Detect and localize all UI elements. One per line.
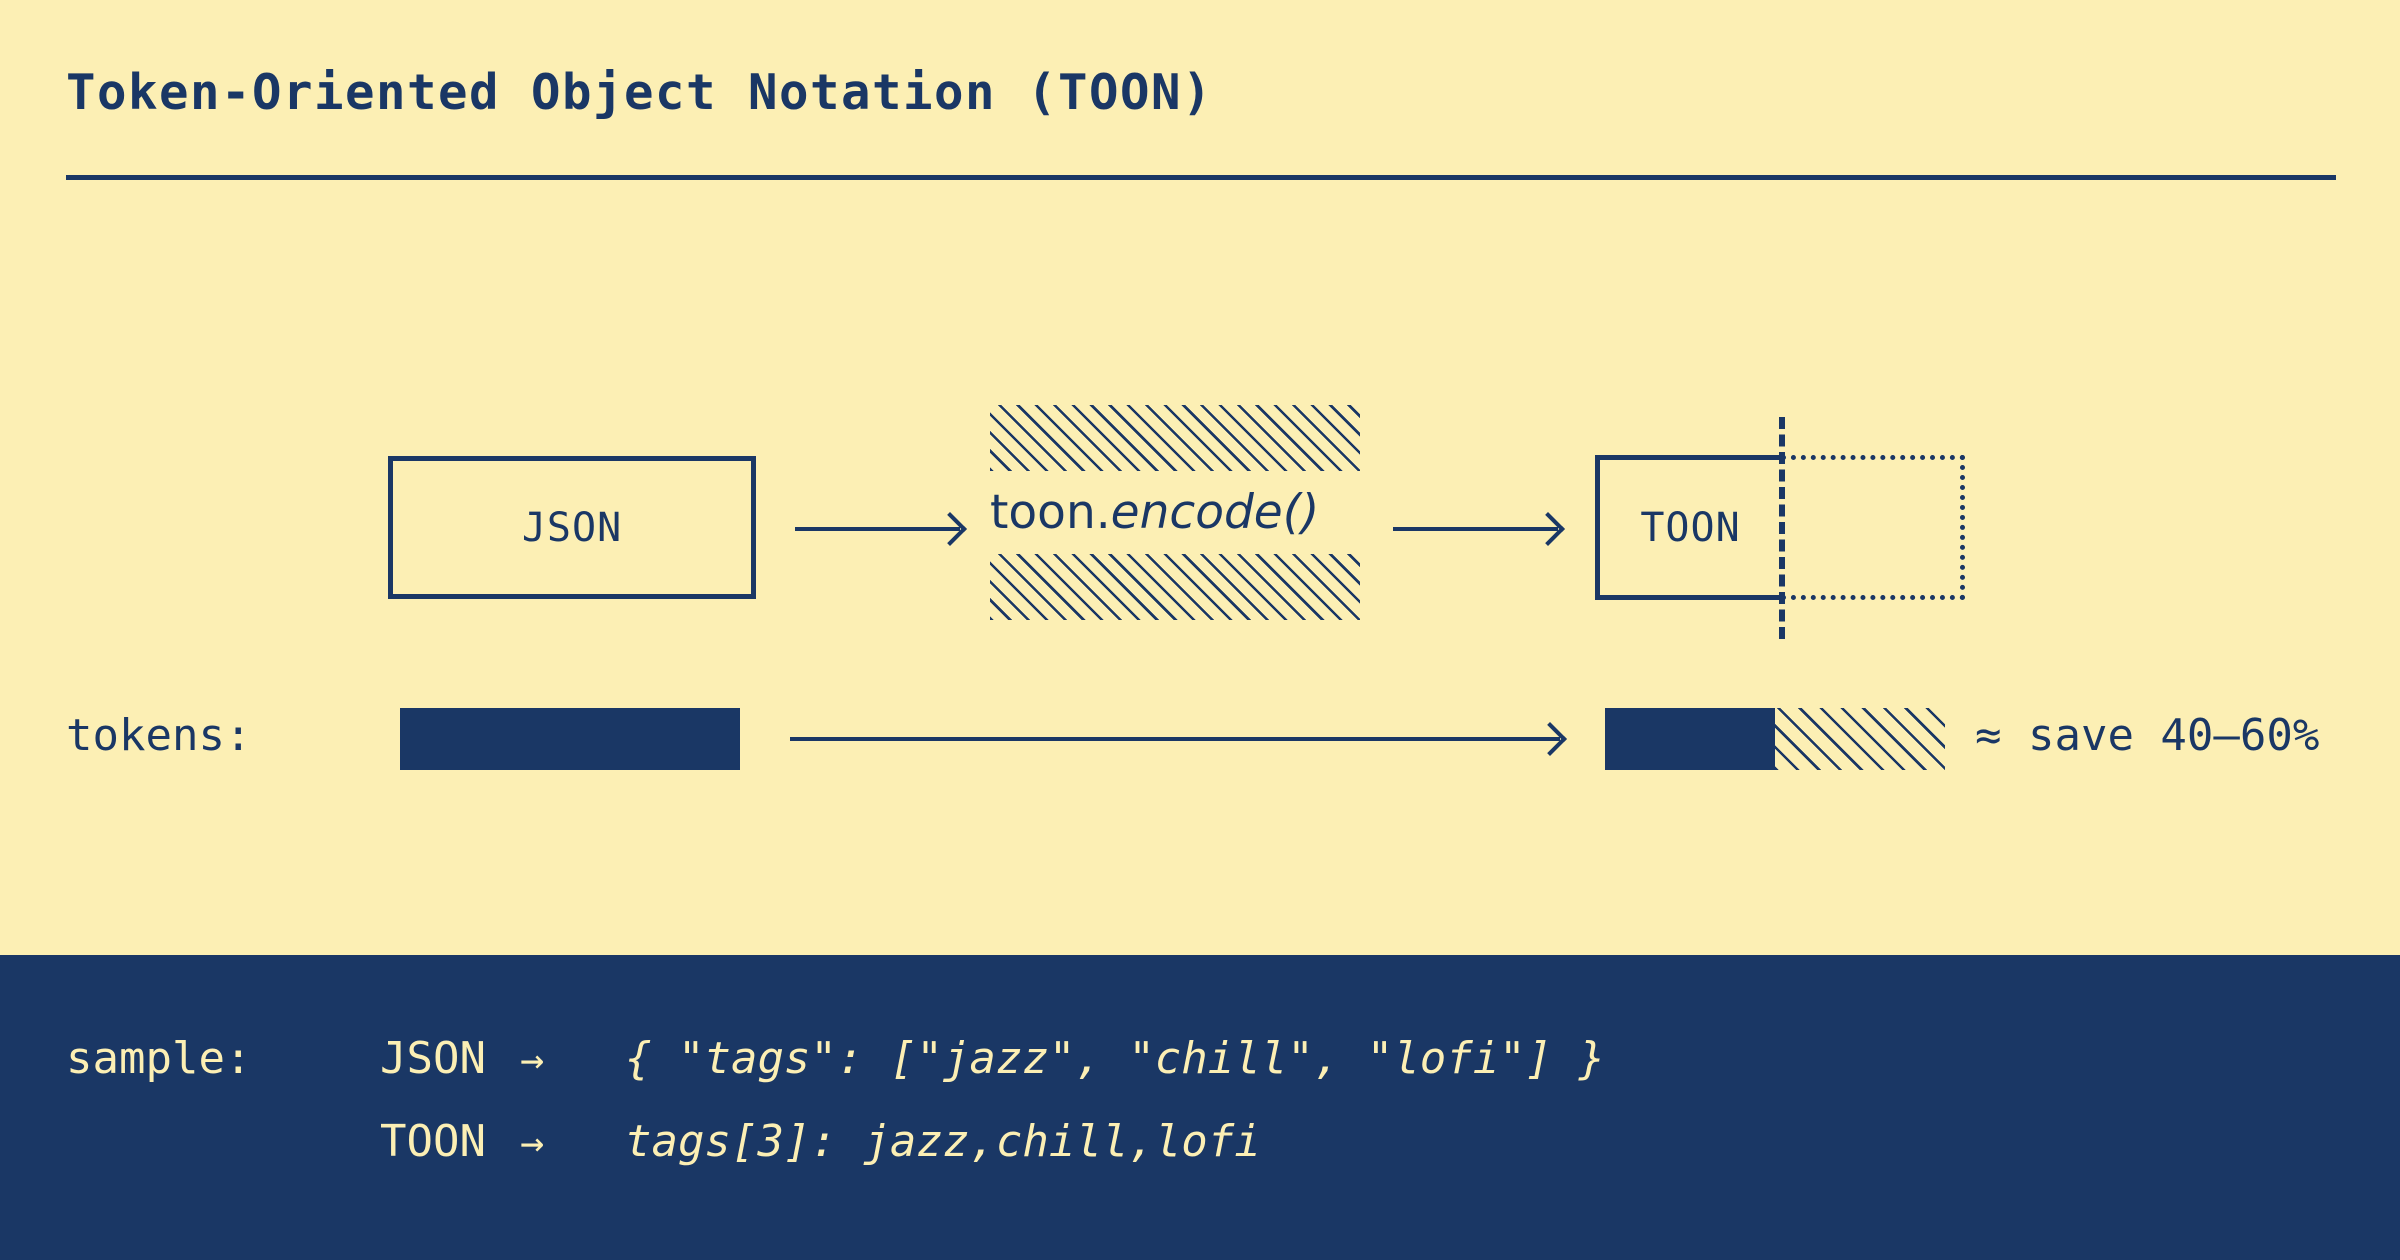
tokens-bar-toon-used [1605,708,1775,770]
tokens-bar-json [400,708,740,770]
sample-band [0,955,2400,1260]
sample-toon-format-label: TOON [380,1116,486,1167]
tokens-bar-toon [1605,708,1945,770]
sample-toon-code: tags[3]: jazz,chill,lofi [625,1116,1261,1167]
sample-row-toon: TOON → tags[3]: jazz,chill,lofi [380,1116,1261,1167]
header-divider-rule [66,175,2336,180]
tokens-bar-toon-saved [1775,708,1945,770]
sample-toon-arrow-icon: → [520,1120,545,1166]
sample-json-code: { "tags": ["jazz", "chill", "lofi"] } [625,1033,1606,1084]
tokens-row-label: tokens: [66,710,252,761]
page-title: Token-Oriented Object Notation (TOON) [66,64,1214,121]
sample-json-arrow-icon: → [520,1037,545,1083]
tokens-comparison: tokens: ≈ save 40–60% [0,0,2400,955]
arrow-tokens-reduction-icon [790,737,1560,741]
sample-row-json: JSON → { "tags": ["jazz", "chill", "lofi… [380,1033,1605,1084]
savings-annotation: ≈ save 40–60% [1975,710,2320,761]
sample-row-label: sample: [66,1033,252,1084]
sample-json-format-label: JSON [380,1033,486,1084]
